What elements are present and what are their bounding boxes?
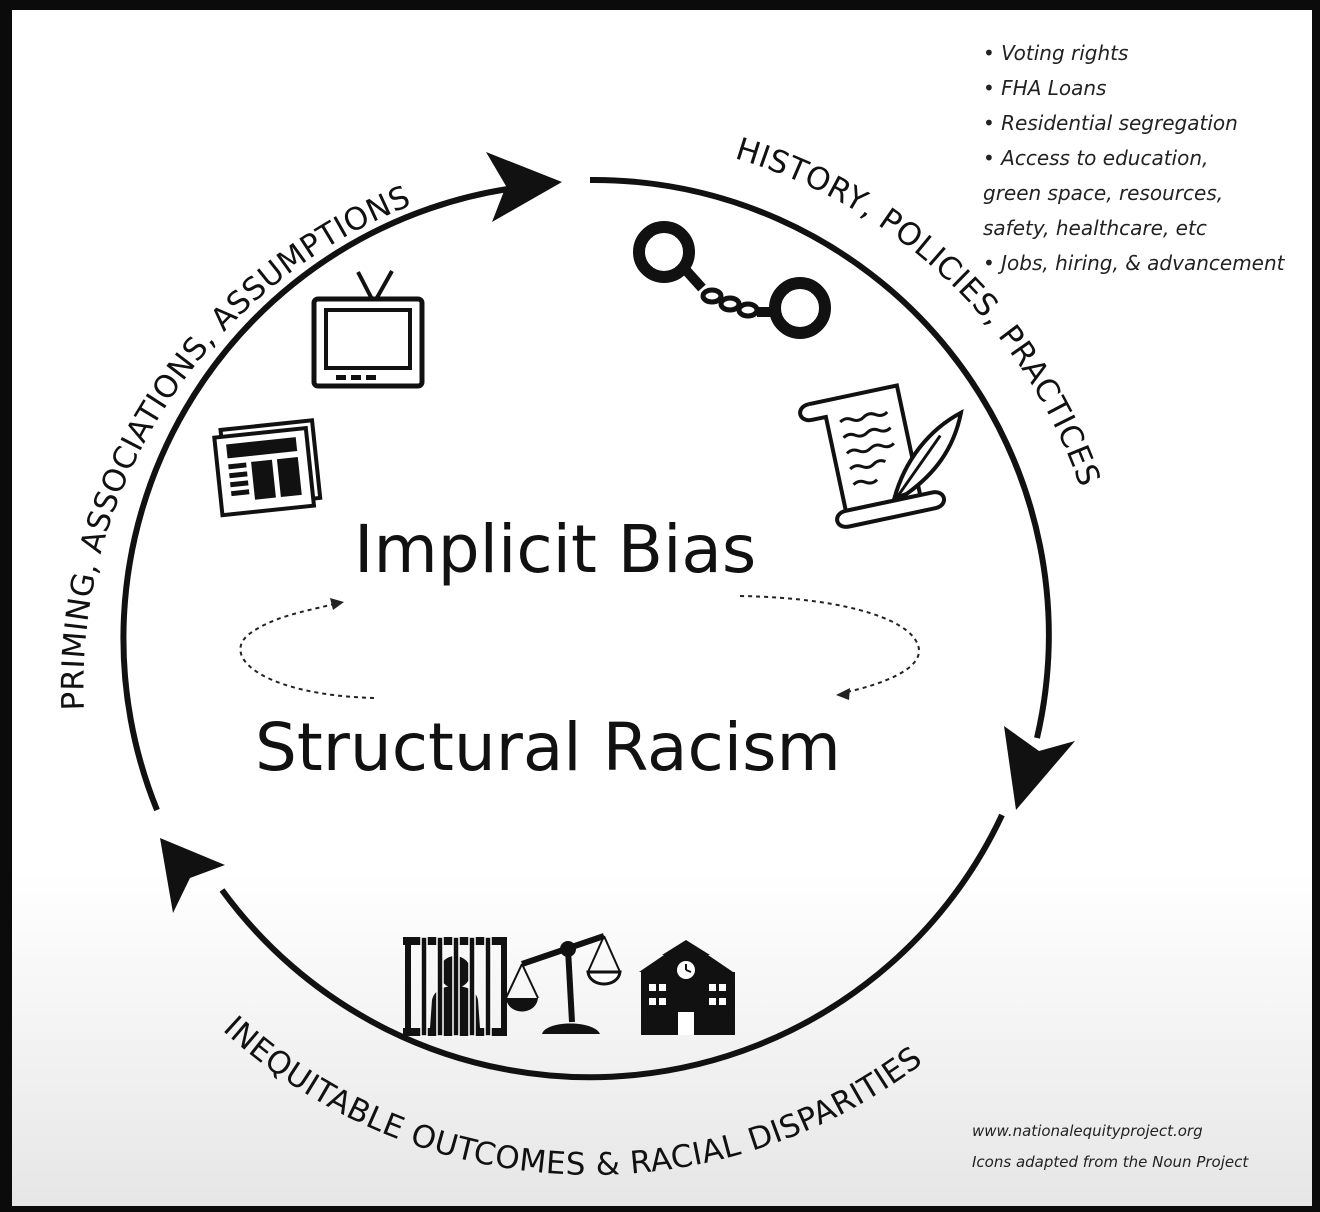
center-title-structural-racism: Structural Racism [255,709,841,786]
arc-label-bottom: INEQUITABLE OUTCOMES & RACIAL DISPARITIE… [217,1009,929,1183]
cycle-arc-bottom [219,813,1005,1081]
newspaper-icon [212,418,323,518]
cycle-arc-right [589,176,1052,739]
cycle-arc-top-left [120,184,523,812]
diagram-canvas: PRIMING, ASSOCIATIONS, ASSUMPTIONS HISTO… [12,10,1312,1206]
tv-icon [311,270,425,389]
bullet-item-continuation: green space, resources, [983,181,1224,205]
school-building-icon [639,940,735,1035]
bullet-item-continuation: safety, healthcare, etc [983,216,1207,240]
dotted-arrowhead-left [330,598,344,610]
cycle-diagram: PRIMING, ASSOCIATIONS, ASSUMPTIONS HISTO… [55,131,1106,1183]
arrowhead-left [160,838,225,913]
scales-of-justice-icon [505,933,622,1034]
bullet-item: • Jobs, hiring, & advancement [983,251,1285,275]
scroll-quill-icon [798,383,964,529]
dotted-loop-right [739,595,921,693]
bullet-item: • Voting rights [983,41,1129,65]
handcuffs-icon [633,221,831,339]
center-title-implicit-bias: Implicit Bias [354,511,756,588]
arrowhead-top [486,152,562,222]
policy-bullet-list: • Voting rights • FHA Loans • Residentia… [983,36,1313,281]
bullet-item: • Access to education, [983,146,1209,170]
bullet-item: • Residential segregation [983,111,1238,135]
dotted-loop-left [239,603,375,699]
credit-icons-note: Icons adapted from the Noun Project [972,1153,1249,1171]
dotted-arrowhead-right [836,688,850,700]
bullet-item: • FHA Loans [983,76,1107,100]
svg-text:INEQUITABLE OUTCOMES & RACIAL: INEQUITABLE OUTCOMES & RACIAL DISPARITIE… [217,1009,929,1183]
credit-url: www.nationalequityproject.org [972,1122,1203,1140]
prison-bars-icon [403,936,507,1037]
credits: www.nationalequityproject.org Icons adap… [972,1116,1248,1178]
arrowhead-right [1004,726,1075,810]
